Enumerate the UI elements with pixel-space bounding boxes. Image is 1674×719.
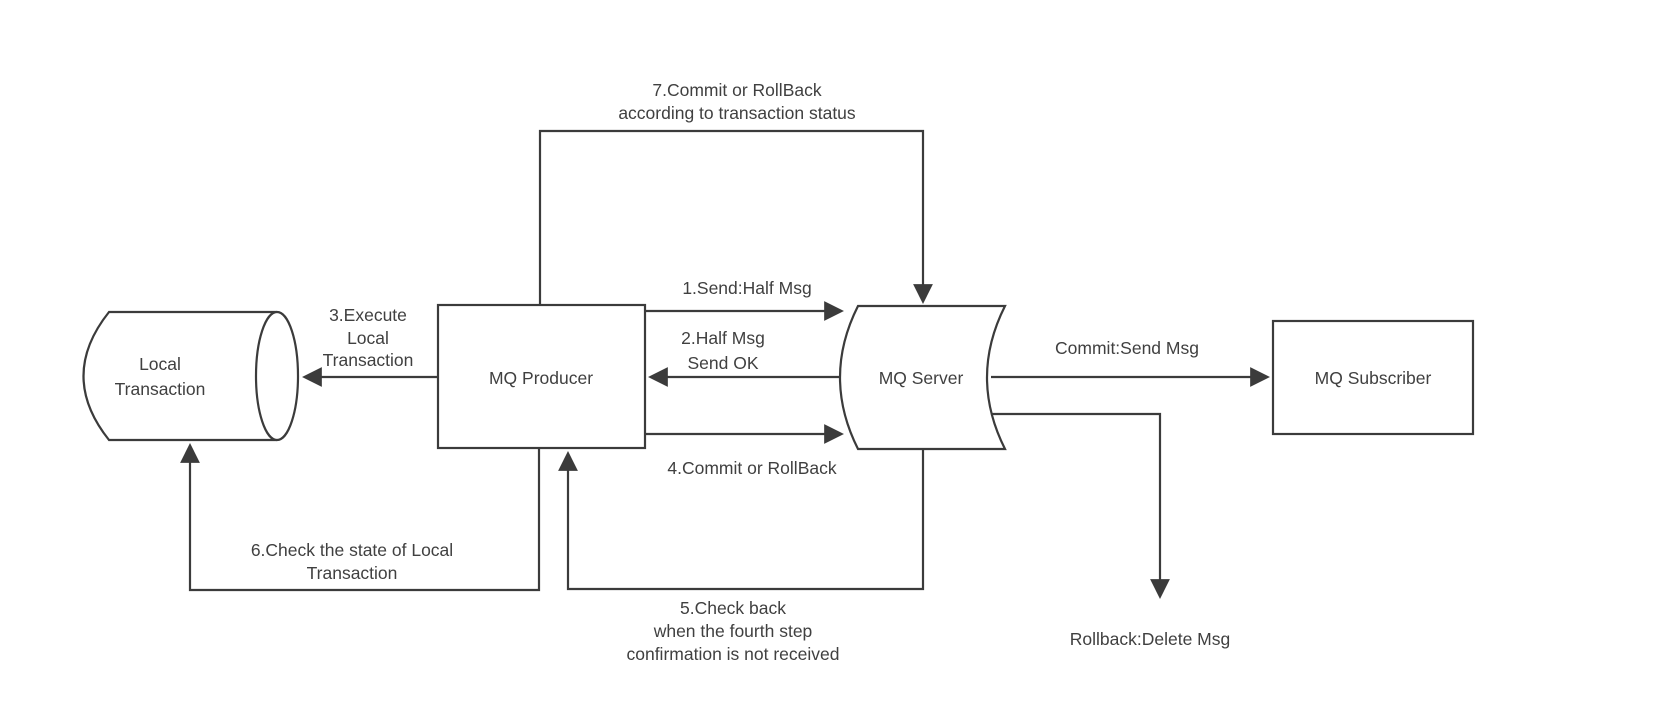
mq-server-node: MQ Server <box>839 304 1007 451</box>
step7-label-line1: 7.Commit or RollBack <box>652 80 821 100</box>
step5-label-line2: when the fourth step <box>653 621 813 641</box>
rollback-label: Rollback:Delete Msg <box>1070 629 1230 649</box>
commit-label: Commit:Send Msg <box>1055 338 1199 358</box>
step1-label: 1.Send:Half Msg <box>682 278 811 298</box>
mq-producer-label: MQ Producer <box>489 368 593 388</box>
cylinder-body-shape <box>82 310 277 442</box>
mq-producer-shape <box>436 303 647 450</box>
step6-label-line2: Transaction <box>307 563 398 583</box>
step5-arrow <box>558 449 925 591</box>
rollback-arrow <box>989 412 1170 599</box>
local-transaction-label-line1: Local <box>139 354 181 374</box>
step7-label-line2: according to transaction status <box>618 103 856 123</box>
step3-label-line2: Local <box>347 328 389 348</box>
mq-producer-node: MQ Producer <box>436 303 647 450</box>
step6-label-line1: 6.Check the state of Local <box>251 540 453 560</box>
step2-label-line2: Send OK <box>687 353 758 373</box>
step6-arrow <box>180 443 541 592</box>
step3-label-line1: 3.Execute <box>329 305 407 325</box>
step5-label-line1: 5.Check back <box>680 598 786 618</box>
cylinder-end-shape <box>254 310 300 442</box>
local-transaction-label-line2: Transaction <box>115 379 206 399</box>
step3-label-line3: Transaction <box>323 350 414 370</box>
step4-label: 4.Commit or RollBack <box>667 458 836 478</box>
mq-server-label: MQ Server <box>879 368 964 388</box>
mq-subscriber-shape <box>1271 319 1475 436</box>
local-transaction-node: Local Transaction <box>82 310 300 442</box>
mq-subscriber-label: MQ Subscriber <box>1315 368 1432 388</box>
step2-label-line1: 2.Half Msg <box>681 328 765 348</box>
step7-arrow <box>538 129 933 305</box>
mq-server-shape <box>839 304 1007 451</box>
mq-subscriber-node: MQ Subscriber <box>1271 319 1475 436</box>
step5-label-line3: confirmation is not received <box>626 644 839 664</box>
